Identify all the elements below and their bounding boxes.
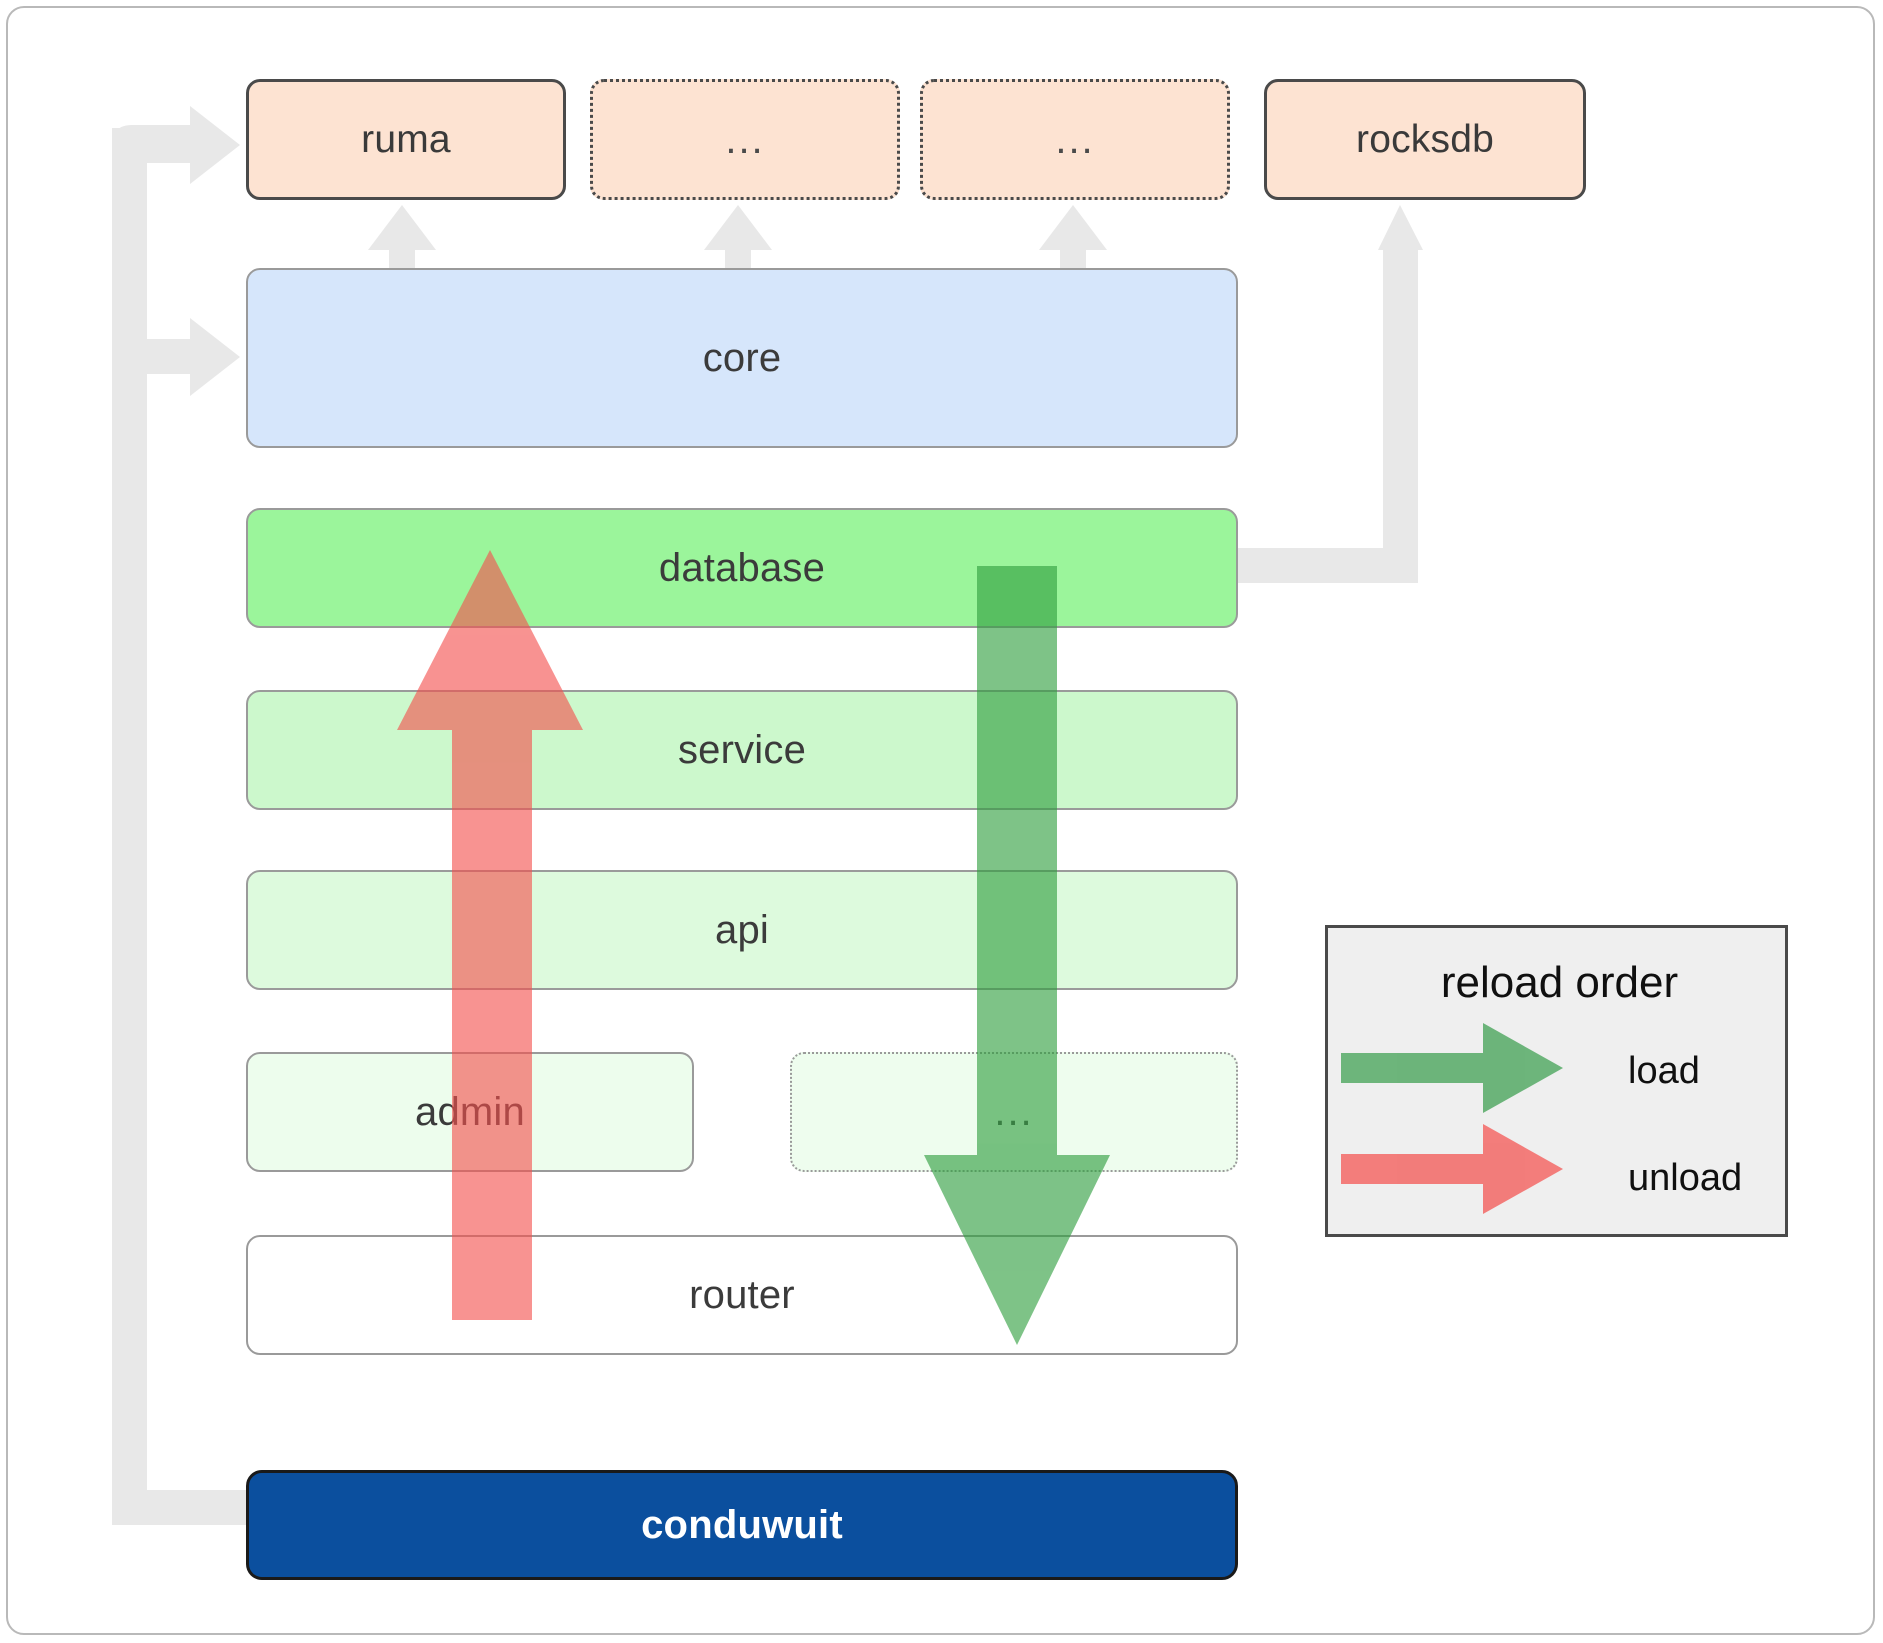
layer-box-router[interactable]: router	[246, 1235, 1238, 1355]
legend-unload-arrow	[1341, 1124, 1563, 1214]
legend-load-arrow	[1341, 1023, 1563, 1113]
dependency-label-ellipsis-1: ...	[725, 117, 765, 162]
layer-box-admin[interactable]: admin	[246, 1052, 694, 1172]
legend-panel: reload order load unload	[1325, 925, 1788, 1237]
legend-label-unload: unload	[1628, 1157, 1743, 1199]
layer-label-router: router	[689, 1272, 795, 1317]
dependency-box-rocksdb[interactable]: rocksdb	[1264, 79, 1586, 200]
layer-box-api[interactable]: api	[246, 870, 1238, 990]
layer-box-core[interactable]: core	[246, 268, 1238, 448]
dependency-box-ruma[interactable]: ruma	[246, 79, 566, 200]
diagram-frame	[6, 6, 1875, 1635]
layer-label-admin: admin	[415, 1089, 525, 1134]
layer-box-service[interactable]: service	[246, 690, 1238, 810]
layer-label-ellipsis: ...	[994, 1090, 1034, 1134]
layer-label-core: core	[702, 335, 782, 380]
layer-label-api: api	[715, 907, 769, 952]
legend-arrows	[1341, 1023, 1563, 1214]
dependency-box-ellipsis-2[interactable]: ...	[920, 79, 1230, 200]
bottom-label-conduwuit: conduwuit	[641, 1502, 843, 1547]
dependency-label-ellipsis-2: ...	[1055, 117, 1095, 162]
dependency-label-rocksdb: rocksdb	[1356, 117, 1494, 161]
layer-label-service: service	[677, 727, 807, 772]
layer-box-ellipsis[interactable]: ...	[790, 1052, 1238, 1172]
layer-box-database[interactable]: database	[246, 508, 1238, 628]
bottom-box-conduwuit[interactable]: conduwuit	[246, 1470, 1238, 1580]
dependency-label-ruma: ruma	[361, 117, 451, 161]
layer-label-database: database	[658, 545, 826, 590]
legend-label-load: load	[1628, 1050, 1700, 1092]
dependency-box-ellipsis-1[interactable]: ...	[590, 79, 900, 200]
legend-title: reload order	[1440, 958, 1679, 1007]
